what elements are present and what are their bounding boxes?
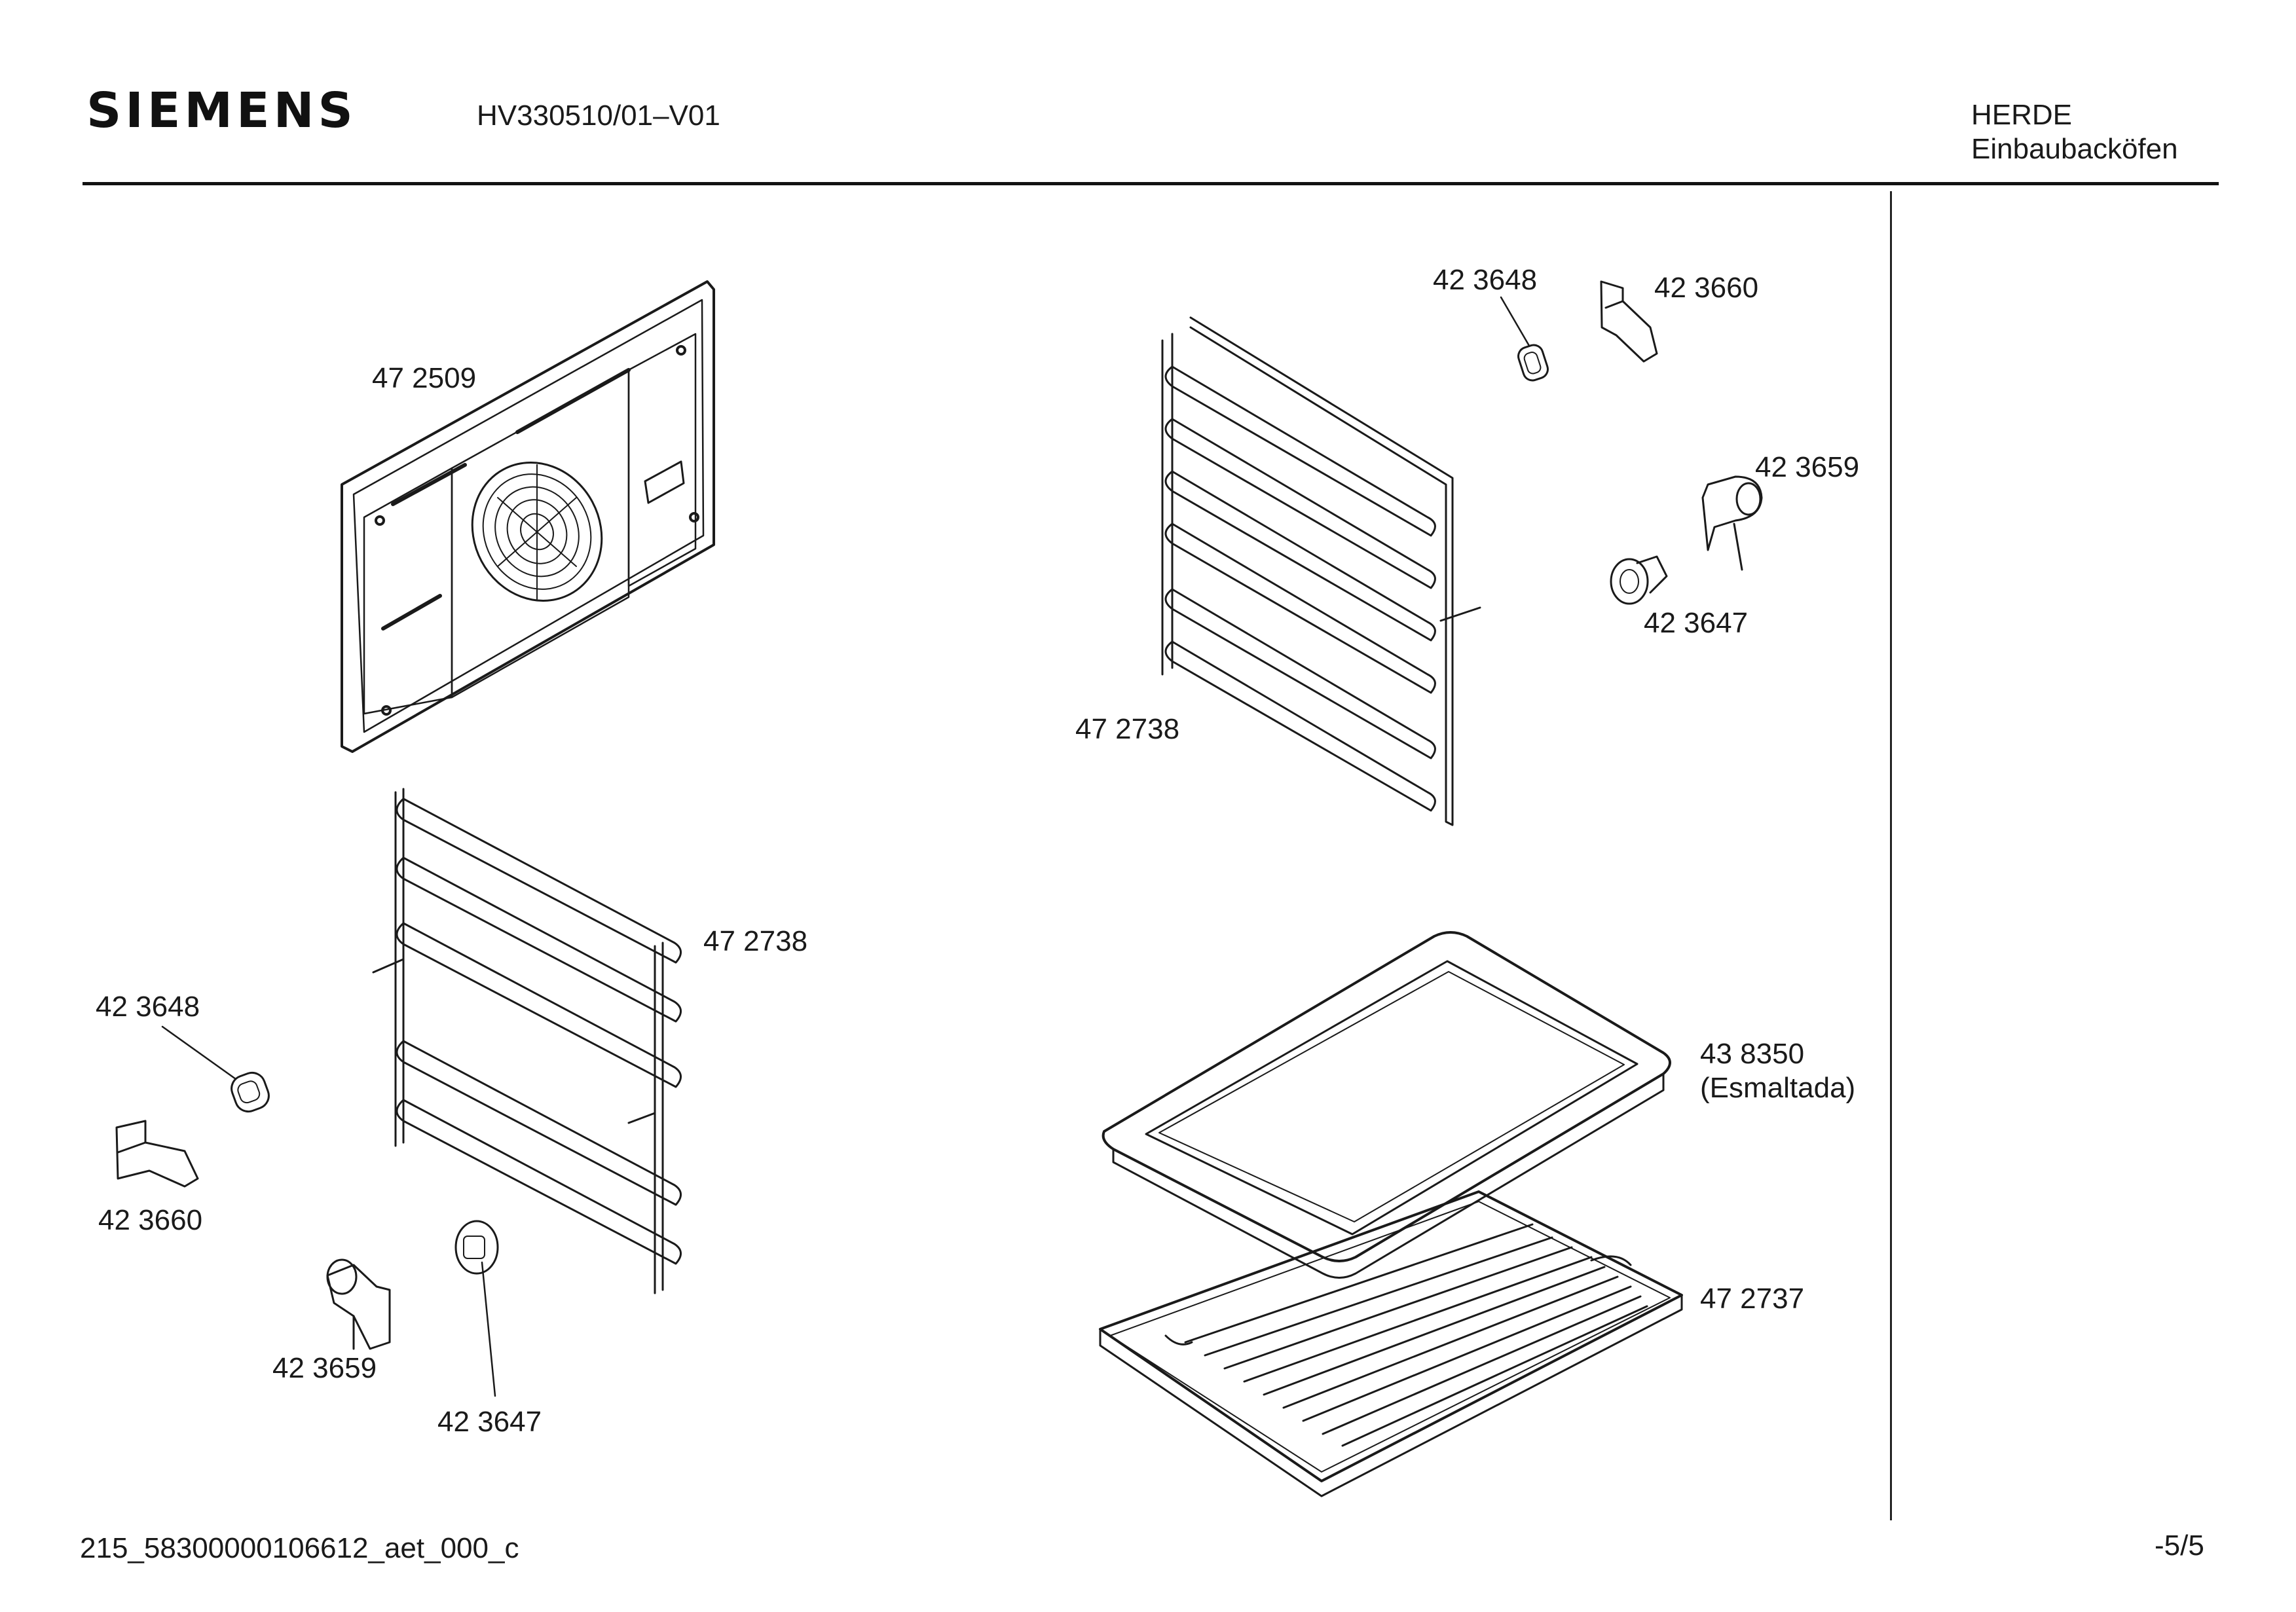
clip-top-drawing: [1600, 280, 1658, 363]
label-holder-left: 42 3659: [272, 1352, 377, 1384]
holder-top-drawing: [1701, 475, 1763, 571]
label-rack-right: 47 2738: [1075, 713, 1180, 745]
rack-left-drawing: [372, 788, 682, 1294]
label-back-panel: 47 2509: [372, 362, 477, 394]
nut-left-drawing: [454, 1220, 499, 1275]
label-cap-left: 42 3648: [96, 991, 200, 1023]
cap-left-drawing: [231, 1071, 270, 1113]
brand-logo: SIEMENS: [86, 82, 357, 139]
label-clip-top: 42 3660: [1654, 272, 1759, 304]
label-clip-left: 42 3660: [98, 1204, 203, 1236]
model-number: HV330510/01–V01: [477, 100, 720, 132]
label-tray: 43 8350 (Esmaltada): [1700, 1037, 1855, 1105]
label-holder-top: 42 3659: [1755, 451, 1860, 483]
subcategory-label: Einbaubacköfen: [1971, 133, 2178, 165]
label-rack-left: 47 2738: [703, 925, 808, 957]
label-nut-top: 42 3647: [1644, 607, 1749, 639]
label-nut-left: 42 3647: [437, 1406, 542, 1438]
rack-right-drawing: [1161, 316, 1481, 826]
document-id: 215_58300000106612_aet_000_c: [80, 1532, 519, 1564]
clip-left-drawing: [115, 1120, 199, 1188]
back-panel-drawing: [341, 280, 715, 753]
baking-tray-drawing: [1102, 931, 1671, 1279]
label-tray-number: 43 8350: [1700, 1038, 1805, 1070]
right-margin-divider: [1890, 191, 1892, 1520]
cap-top-drawing: [1517, 344, 1549, 382]
header-divider: [83, 182, 2219, 185]
category-block: HERDE Einbaubacköfen: [1971, 98, 2178, 166]
label-tray-note: (Esmaltada): [1700, 1072, 1856, 1104]
wire-grill-drawing: [1099, 1190, 1683, 1497]
nut-top-drawing: [1610, 555, 1668, 605]
holder-left-drawing: [326, 1258, 391, 1350]
label-grill: 47 2737: [1700, 1283, 1805, 1315]
label-cap-top: 42 3648: [1433, 264, 1538, 296]
category-label: HERDE: [1971, 99, 2073, 131]
page-number: -5/5: [2155, 1530, 2204, 1562]
leader-lines: [161, 296, 1530, 1397]
